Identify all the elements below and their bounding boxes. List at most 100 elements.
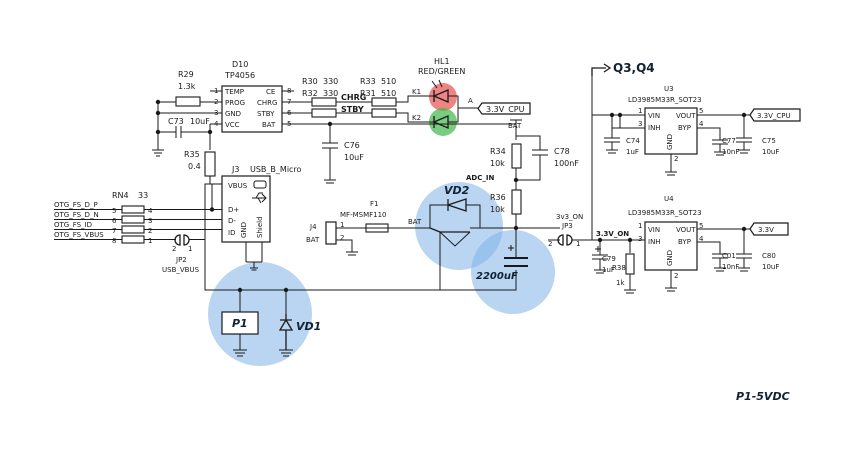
u3-n5: 5 (699, 107, 703, 115)
led-ref: HL1 (434, 57, 450, 66)
r30-value: 330 (323, 77, 338, 86)
u3-gnd: GND (666, 134, 674, 150)
rn4-r2: 3 (148, 217, 152, 225)
bat-net-lower: BAT (408, 218, 422, 226)
charger-part: TP4056 (224, 71, 255, 80)
usb-port-icon (253, 180, 267, 189)
usb-gnd: GND (240, 222, 248, 238)
c77-ref: C77 (722, 137, 736, 145)
u4-n2: 2 (674, 272, 678, 280)
u4-vout: VOUT (676, 226, 696, 234)
regulator-u3: U3 LD3985M33R_SOT23 VIN INH GND VOUT BYP… (604, 85, 801, 176)
j4-p1: 1 (340, 221, 344, 229)
led-k2: K2 (412, 114, 421, 122)
c80-ref: C80 (762, 252, 776, 260)
r35: R35 0.4 (184, 124, 222, 185)
highlight-2200uf (471, 230, 555, 314)
r38-ref: R38 (612, 264, 626, 272)
c73-ref: C73 (168, 117, 184, 126)
r36-value: 10k (490, 205, 505, 214)
jp3-p1: 1 (576, 240, 580, 248)
p1-label: P1 (232, 317, 248, 330)
u3-n4: 4 (699, 120, 704, 128)
u3-n1: 1 (638, 107, 642, 115)
r29-value: 1.3k (178, 82, 196, 91)
c73: C73 10uF (152, 102, 210, 157)
led-desc: RED/GREEN (418, 67, 465, 76)
rn4-l2: 6 (112, 217, 117, 225)
u3-part: LD3985M33R_SOT23 (628, 96, 702, 104)
rn4: RN4 33 5 6 7 8 4 3 2 1 (54, 184, 222, 245)
rn4-ref: RN4 (112, 191, 129, 200)
charger-pin-ce: CE (266, 88, 275, 96)
u4-n3: 3 (638, 235, 642, 243)
u4-vin: VIN (648, 226, 660, 234)
j4-battery: J4 BAT 1 2 (306, 221, 366, 256)
c76-value: 10uF (344, 153, 364, 162)
r31-value: 510 (381, 89, 396, 98)
c74-ref: C74 (626, 137, 640, 145)
usb-pin-vbus: VBUS (228, 182, 248, 190)
c73-value: 10uF (190, 117, 210, 126)
charger-ref: D10 (232, 60, 248, 69)
charger-pin-bat: BAT (262, 121, 276, 129)
r35-ref: R35 (184, 150, 200, 159)
p1-vd1-group: P1 VD1 (221, 287, 321, 357)
c79-value: 1uF (602, 266, 615, 274)
u4-part: LD3985M33R_SOT23 (628, 209, 702, 217)
fuse-f1: F1 MF-MSMF110 BAT (340, 200, 430, 233)
vd1-diode (278, 314, 294, 350)
usb-pin-dn: D- (228, 217, 236, 225)
r36-ref: R36 (490, 193, 506, 202)
j4-p2: 2 (340, 234, 344, 242)
net-stby: STBY (341, 105, 364, 114)
c76: C76 10uF BAT (300, 119, 522, 184)
c01-ref: C01 (722, 252, 736, 260)
r30-r32: R30 330 R32 330 (302, 77, 338, 118)
u3-vin: VIN (648, 112, 660, 120)
u3-inh: INH (648, 124, 661, 132)
tag-3v3-out: 3.3V (758, 226, 774, 234)
vd2-label: VD2 (444, 184, 470, 197)
usb-connector-j3: J3 USB_B_Micro VBUS D+ D- ID GND Shield (212, 165, 302, 271)
net-chrg: CHRG (341, 93, 366, 102)
j4-net: BAT (306, 236, 320, 244)
vd1-label: VD1 (296, 320, 321, 333)
r34-value: 10k (490, 159, 505, 168)
charger-pin-vcc: VCC (225, 121, 240, 129)
rn4-r1: 4 (148, 207, 153, 215)
u3-ref: U3 (664, 85, 674, 93)
bat-net-upper: BAT (508, 122, 522, 130)
vd2-group: VD2 (429, 184, 560, 247)
tag-3v3-cpu-text: 3.3V_CPU (486, 105, 525, 114)
c78-value: 100nF (554, 159, 579, 168)
rn4-r3: 2 (148, 227, 152, 235)
c75-ref: C75 (762, 137, 776, 145)
jp2-p1: 1 (188, 245, 192, 253)
net-chrg-stby: CHRG STBY (336, 93, 372, 114)
jp3-ref: JP3 (561, 222, 573, 230)
cap-2200uf: 2200uF (440, 228, 528, 291)
net-adc-in: ADC_IN (466, 174, 494, 182)
charger-ic: D10 TP4056 TEMP PROG GND VCC CE CHRG STB… (210, 60, 312, 133)
usb-part: USB_B_Micro (250, 165, 302, 174)
c77-value: 10nF (722, 148, 739, 156)
jp3-p2: 2 (548, 240, 552, 248)
r29: R29 1.3k (155, 70, 210, 107)
rn4-value: 33 (138, 191, 148, 200)
c78-ref: C78 (554, 147, 570, 156)
u3-byp: BYP (678, 124, 691, 132)
u4-ref: U4 (664, 195, 674, 203)
led-a: A (468, 97, 473, 105)
otg-dn: OTG_FS_D_N (54, 211, 99, 219)
cap-2200-label: 2200uF (476, 271, 518, 282)
led-red-glow (429, 83, 457, 111)
otg-dp: OTG_FS_D_P (54, 201, 98, 209)
c80-value: 10uF (762, 263, 779, 271)
r33-value: 510 (381, 77, 396, 86)
r32-value: 330 (323, 89, 338, 98)
charger-pin-chrg: CHRG (257, 99, 277, 107)
charger-pin-temp: TEMP (224, 88, 244, 96)
q3q4-output: Q3,Q4 (591, 61, 655, 76)
